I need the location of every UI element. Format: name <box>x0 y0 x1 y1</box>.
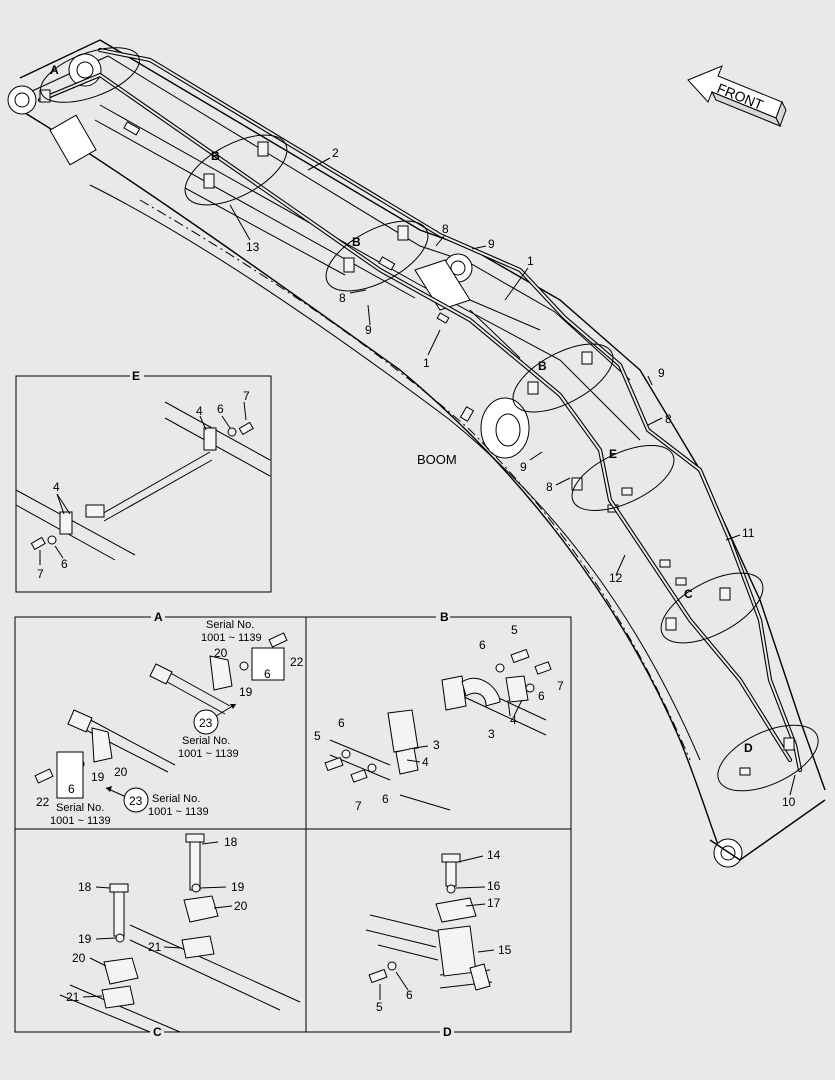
detail-A-part-19b: 19 <box>91 770 105 784</box>
leader-lines <box>229 157 796 796</box>
detail-B-part-6d: 6 <box>382 792 389 806</box>
detail-C-part-18b: 18 <box>78 880 92 894</box>
detail-E-panel: E 4 6 7 4 6 7 <box>15 368 272 593</box>
detail-B-part-5b: 5 <box>314 729 321 743</box>
detail-A-part-6b: 6 <box>68 782 75 796</box>
detail-B-part-4b: 4 <box>422 755 429 769</box>
detail-E-part-4a: 4 <box>196 404 203 418</box>
part-1-upper: 1 <box>527 254 534 268</box>
part-2: 2 <box>332 146 339 160</box>
detail-C-part-20b: 20 <box>72 951 86 965</box>
callout-A: A <box>50 63 59 77</box>
detail-D-part-14: 14 <box>487 848 501 862</box>
detail-B-part-7b: 7 <box>355 799 362 813</box>
detail-E-part-6b: 6 <box>61 557 68 571</box>
detail-B-part-6a: 6 <box>479 638 486 652</box>
detail-D-part-16: 16 <box>487 879 501 893</box>
detail-D-part-6: 6 <box>406 988 413 1002</box>
detail-D-part-17: 17 <box>487 896 501 910</box>
detail-C-title: C <box>153 1025 162 1039</box>
boom-label: BOOM <box>417 452 457 467</box>
part-8-a: 8 <box>442 222 449 236</box>
detail-A-part-23b: 23 <box>129 794 143 808</box>
detail-C-part-18a: 18 <box>224 835 238 849</box>
detail-D-panel: D 14 16 17 15 5 6 <box>365 848 512 1039</box>
detail-A-part-6a: 6 <box>264 667 271 681</box>
part-9-a: 9 <box>488 237 495 251</box>
part-9-d: 9 <box>520 460 527 474</box>
detail-D-part-15: 15 <box>498 943 512 957</box>
callout-E: E <box>609 447 617 461</box>
part-11: 11 <box>742 526 755 540</box>
detail-E-part-6a: 6 <box>217 402 224 416</box>
part-1-lower: 1 <box>423 356 430 370</box>
detail-A-part-20b: 20 <box>114 765 128 779</box>
detail-A-panel: A 23 23 Serial No. 1001 ~ 1139 Serial No… <box>34 609 304 827</box>
callout-B-2: B <box>352 235 361 249</box>
detail-D-title: D <box>443 1025 452 1039</box>
detail-A-part-23a: 23 <box>199 716 213 730</box>
callout-C: C <box>684 587 693 601</box>
detail-A-part-19a: 19 <box>239 685 253 699</box>
part-8-b: 8 <box>339 291 346 305</box>
detail-B-part-7a: 7 <box>557 679 564 693</box>
detail-C-part-19a: 19 <box>231 880 245 894</box>
callout-ellipses <box>40 47 819 792</box>
detail-E-part-7a: 7 <box>243 389 250 403</box>
detail-A-serial-range-d: 1001 ~ 1139 <box>50 815 111 827</box>
part-12: 12 <box>609 571 623 585</box>
detail-C-part-21b: 21 <box>66 990 80 1004</box>
boom-clamps <box>39 89 795 751</box>
detail-A-serial-range-c: 1001 ~ 1139 <box>148 806 209 818</box>
detail-A-serial-label-c: Serial No. <box>152 793 200 805</box>
part-9-b: 9 <box>365 323 372 337</box>
detail-C-part-20a: 20 <box>234 899 248 913</box>
detail-A-title: A <box>154 610 163 624</box>
detail-B-panel: B 5 6 6 7 4 3 6 5 3 4 7 6 <box>314 609 564 813</box>
detail-E-title: E <box>132 369 140 383</box>
detail-E-part-4b: 4 <box>53 480 60 494</box>
part-8-d: 8 <box>546 480 553 494</box>
detail-B-part-3b: 3 <box>433 738 440 752</box>
callout-D: D <box>744 741 753 755</box>
detail-C-part-19b: 19 <box>78 932 92 946</box>
callout-B-1: B <box>211 149 220 163</box>
detail-A-part-20a: 20 <box>214 646 228 660</box>
detail-B-part-3a: 3 <box>488 727 495 741</box>
detail-B-part-5a: 5 <box>511 623 518 637</box>
front-arrow-icon: FRONT <box>687 65 787 128</box>
part-8-c: 8 <box>665 412 672 426</box>
detail-B-part-6c: 6 <box>338 716 345 730</box>
callout-B-3: B <box>538 359 547 373</box>
detail-B-part-6b: 6 <box>538 689 545 703</box>
detail-C-panel: C 18 19 20 21 18 19 20 21 <box>59 833 301 1039</box>
detail-A-serial-label-d: Serial No. <box>56 802 104 814</box>
detail-A-serial-range-a: 1001 ~ 1139 <box>201 632 262 644</box>
detail-C-part-21a: 21 <box>148 940 162 954</box>
boom-pipes <box>37 47 803 773</box>
detail-D-part-5: 5 <box>376 1000 383 1014</box>
detail-A-serial-label-b: Serial No. <box>182 735 230 747</box>
part-10: 10 <box>782 795 796 809</box>
detail-B-title: B <box>440 610 449 624</box>
part-9-c: 9 <box>658 366 665 380</box>
detail-A-serial-label-a: Serial No. <box>206 619 254 631</box>
detail-E-part-7b: 7 <box>37 567 44 581</box>
main-callouts: A B B B E C D 2 13 1 1 8 9 8 9 9 8 9 8 1… <box>50 63 796 809</box>
detail-A-part-22a: 22 <box>290 655 304 669</box>
part-13: 13 <box>246 240 260 254</box>
detail-A-serial-range-b: 1001 ~ 1139 <box>178 748 239 760</box>
detail-B-part-4a: 4 <box>510 713 517 727</box>
boom-body <box>7 39 826 868</box>
detail-A-part-22b: 22 <box>36 795 50 809</box>
